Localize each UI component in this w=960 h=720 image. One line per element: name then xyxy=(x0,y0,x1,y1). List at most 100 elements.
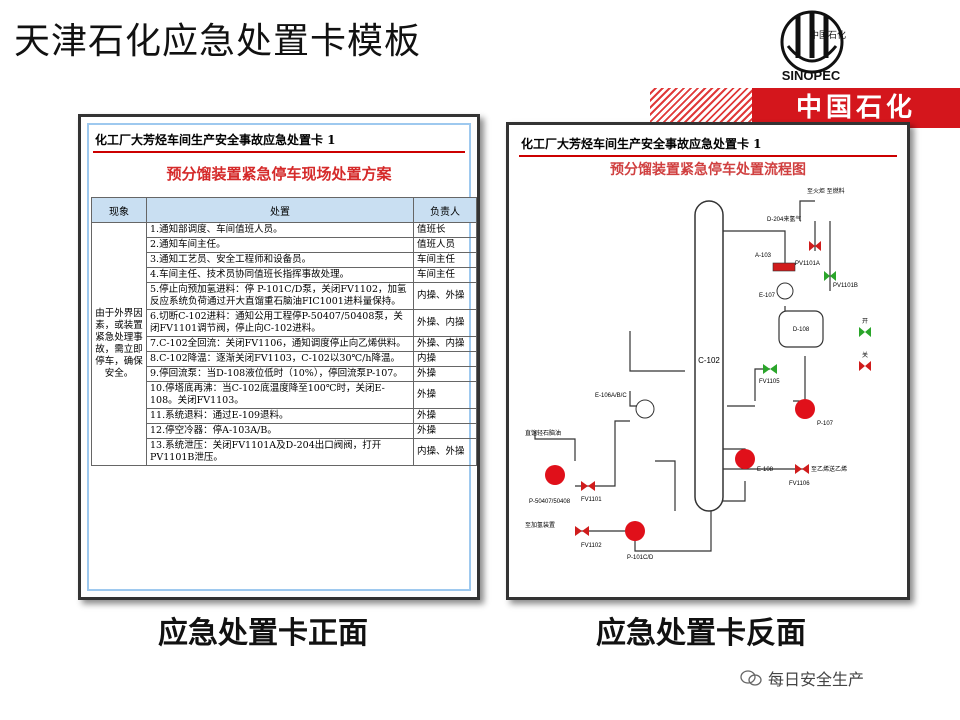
action-cell: 4.车间主任、技术员协同值班长指挥事故处理。 xyxy=(146,267,414,283)
label-e106: E-106A/B/C xyxy=(595,393,627,399)
pipe-feed-top xyxy=(575,420,630,487)
front-card-subtitle: 预分馏装置紧急停车现场处置方案 xyxy=(166,165,392,183)
label-fv1102: FV1102 xyxy=(581,543,602,549)
action-cell: 6.切断C-102进料：通知公用工程停P-50407/50408泵，关闭FV11… xyxy=(146,309,414,337)
table-row: 4.车间主任、技术员协同值班长指挥事故处理。车间主任 xyxy=(92,267,477,283)
table-row: 7.C-102全回流：关闭FV1106，通知调度停止向乙烯供料。外操、内操 xyxy=(92,336,477,352)
valve-fv1101 xyxy=(581,481,595,491)
label-d108: D-108 xyxy=(793,327,810,333)
action-cell: 7.C-102全回流：关闭FV1106，通知调度停止向乙烯供料。 xyxy=(146,336,414,352)
table-row: 12.停空冷器：停A-103A/B。外操 xyxy=(92,423,477,439)
label-p107: P-107 xyxy=(817,421,834,427)
reboiler-e108 xyxy=(735,449,755,469)
action-cell: 2.通知车间主任。 xyxy=(146,237,414,253)
owner-cell: 外操、内操 xyxy=(413,336,477,352)
valve-pv1101b xyxy=(824,271,836,281)
owner-cell: 外操、内操 xyxy=(413,309,477,337)
label-to-ethylene: 至乙烯送乙烯 xyxy=(811,465,847,473)
owner-cell: 值班长 xyxy=(413,222,477,238)
watermark: 每日安全生产 xyxy=(740,666,864,690)
pipe-feed-bottom xyxy=(575,511,712,552)
action-cell: 11.系统退料：通过E-109退料。 xyxy=(146,408,414,424)
pipe-fv1105 xyxy=(754,368,770,401)
label-fv1106: FV1106 xyxy=(789,481,810,487)
label-e108: E-108 xyxy=(757,467,774,473)
owner-cell: 内操、外操 xyxy=(413,438,477,466)
front-card-caption: 应急处置卡正面 xyxy=(158,616,368,651)
pipe-p101 xyxy=(655,460,676,511)
action-cell: 12.停空冷器：停A-103A/B。 xyxy=(146,423,414,439)
col-phenomenon: 现象 xyxy=(91,197,147,223)
owner-cell: 外操 xyxy=(413,408,477,424)
table-row: 10.停塔底再沸：当C-102底温度降至100℃时，关闭E-108。关闭FV11… xyxy=(92,381,477,409)
front-card-inner: 化工厂大芳烃车间生产安全事故应急处置卡 1 预分馏装置紧急停车现场处置方案 现象… xyxy=(87,123,477,591)
table-row: 5.停止向预加氢进料：停 P-101C/D泵，关闭FV1102，加氢反应系统负荷… xyxy=(92,282,477,310)
owner-cell: 外操 xyxy=(413,423,477,439)
back-card-caption: 应急处置卡反面 xyxy=(596,616,806,651)
table-row: 11.系统退料：通过E-109退料。外操 xyxy=(92,408,477,424)
valve-fv1106 xyxy=(795,464,809,474)
label-e107: E-107 xyxy=(759,293,776,299)
valve-fv1105 xyxy=(763,364,777,374)
action-cell: 8.C-102降温：逐渐关闭FV1103，C-102以30℃/h降温。 xyxy=(146,351,414,367)
action-cell: 5.停止向预加氢进料：停 P-101C/D泵，关闭FV1102，加氢反应系统负荷… xyxy=(146,282,414,310)
label-fv1101: FV1101 xyxy=(581,497,602,503)
legend-close-label: 关 xyxy=(862,351,868,359)
legend-close-valve xyxy=(859,361,871,371)
pipe-d204 xyxy=(799,200,815,221)
owner-cell: 内操 xyxy=(413,351,477,367)
table-row: 2.通知车间主任。值班人员 xyxy=(92,237,477,253)
slide-title: 天津石化应急处置卡模板 xyxy=(14,21,422,62)
exchanger-e107 xyxy=(776,282,794,300)
owner-cell: 外操 xyxy=(413,381,477,409)
col-action: 处置 xyxy=(146,197,414,223)
owner-cell: 值班人员 xyxy=(413,237,477,253)
label-p50407: P-50407/50408 xyxy=(529,499,571,505)
procedure-body: 由于外界因素，或装置紧急处理事故，需立即停车，确保安全。1.通知部调度、车间值班… xyxy=(91,222,477,466)
action-cell: 1.通知部调度、车间值班人员。 xyxy=(146,222,414,238)
pump-p50407 xyxy=(545,465,565,485)
label-c102: C-102 xyxy=(698,356,720,365)
label-fuel: 至火炬 至燃料 xyxy=(807,187,845,195)
table-row: 3.通知工艺员、安全工程师和设备员。车间主任 xyxy=(92,252,477,268)
exchanger-e106 xyxy=(635,399,655,419)
process-flow-diagram: C-102 D-108 E-107 A-103 E-106A/B/C P-107… xyxy=(525,187,871,561)
front-card: 化工厂大芳烃车间生产安全事故应急处置卡 1 预分馏装置紧急停车现场处置方案 现象… xyxy=(78,114,480,600)
pipe-drum-pump xyxy=(793,356,806,402)
logo-wordmark: SINOPEC xyxy=(782,68,841,83)
table-row: 9.停回流泵：当D-108液位低时（10%），停回流泵P-107。外操 xyxy=(92,366,477,382)
valve-pv1101a xyxy=(809,241,821,251)
label-feed-bottom: 至加氢装置 xyxy=(525,521,555,529)
pipe-lines xyxy=(534,200,831,552)
pump-p107 xyxy=(795,399,815,419)
back-card-header: 化工厂大芳烃车间生产安全事故应急处置卡 1 xyxy=(519,133,897,157)
legend-open-label: 开 xyxy=(862,318,868,325)
drum-d108 xyxy=(778,310,824,348)
label-fv1105: FV1105 xyxy=(759,379,780,385)
owner-cell: 车间主任 xyxy=(413,267,477,283)
watermark-text: 每日安全生产 xyxy=(768,670,865,689)
phenomenon-cell: 由于外界因素，或装置紧急处理事故，需立即停车，确保安全。 xyxy=(91,222,147,466)
col-owner: 负责人 xyxy=(413,197,477,223)
action-cell: 9.停回流泵：当D-108液位低时（10%），停回流泵P-107。 xyxy=(146,366,414,382)
table-row: 由于外界因素，或装置紧急处理事故，需立即停车，确保安全。1.通知部调度、车间值班… xyxy=(91,222,477,466)
action-cell: 10.停塔底再沸：当C-102底温度降至100℃时，关闭E-108。关闭FV11… xyxy=(146,381,414,409)
action-cell: 3.通知工艺员、安全工程师和设备员。 xyxy=(146,252,414,268)
label-a103: A-103 xyxy=(755,253,772,259)
label-pv1101a: PV1101A xyxy=(795,261,820,267)
valve-fv1102 xyxy=(575,526,589,536)
label-p101: P-101C/D xyxy=(627,555,654,561)
table-row: 6.切断C-102进料：通知公用工程停P-50407/50408泵，关闭FV11… xyxy=(92,309,477,337)
owner-cell: 内操、外操 xyxy=(413,282,477,310)
owner-cell: 外操 xyxy=(413,366,477,382)
pipe-reboiler-return xyxy=(715,481,746,502)
brand-name: 中国石化 xyxy=(752,88,960,128)
owner-cell: 车间主任 xyxy=(413,252,477,268)
label-pv1101b: PV1101B xyxy=(833,283,858,289)
action-cell: 13.系统泄压：关闭FV1101A及D-204出口阀阀，打开PV1101B泄压。 xyxy=(146,438,414,466)
back-card: 化工厂大芳烃车间生产安全事故应急处置卡 1 预分馏装置紧急停车处置流程图 C-1… xyxy=(506,122,910,600)
aircooler-a103 xyxy=(772,262,796,272)
sinopec-logo: SINOPEC 中国石化 xyxy=(780,10,846,83)
label-feed-top: 直馏轻石脑油 xyxy=(525,429,561,437)
logo-text: 中国石化 xyxy=(810,29,846,41)
